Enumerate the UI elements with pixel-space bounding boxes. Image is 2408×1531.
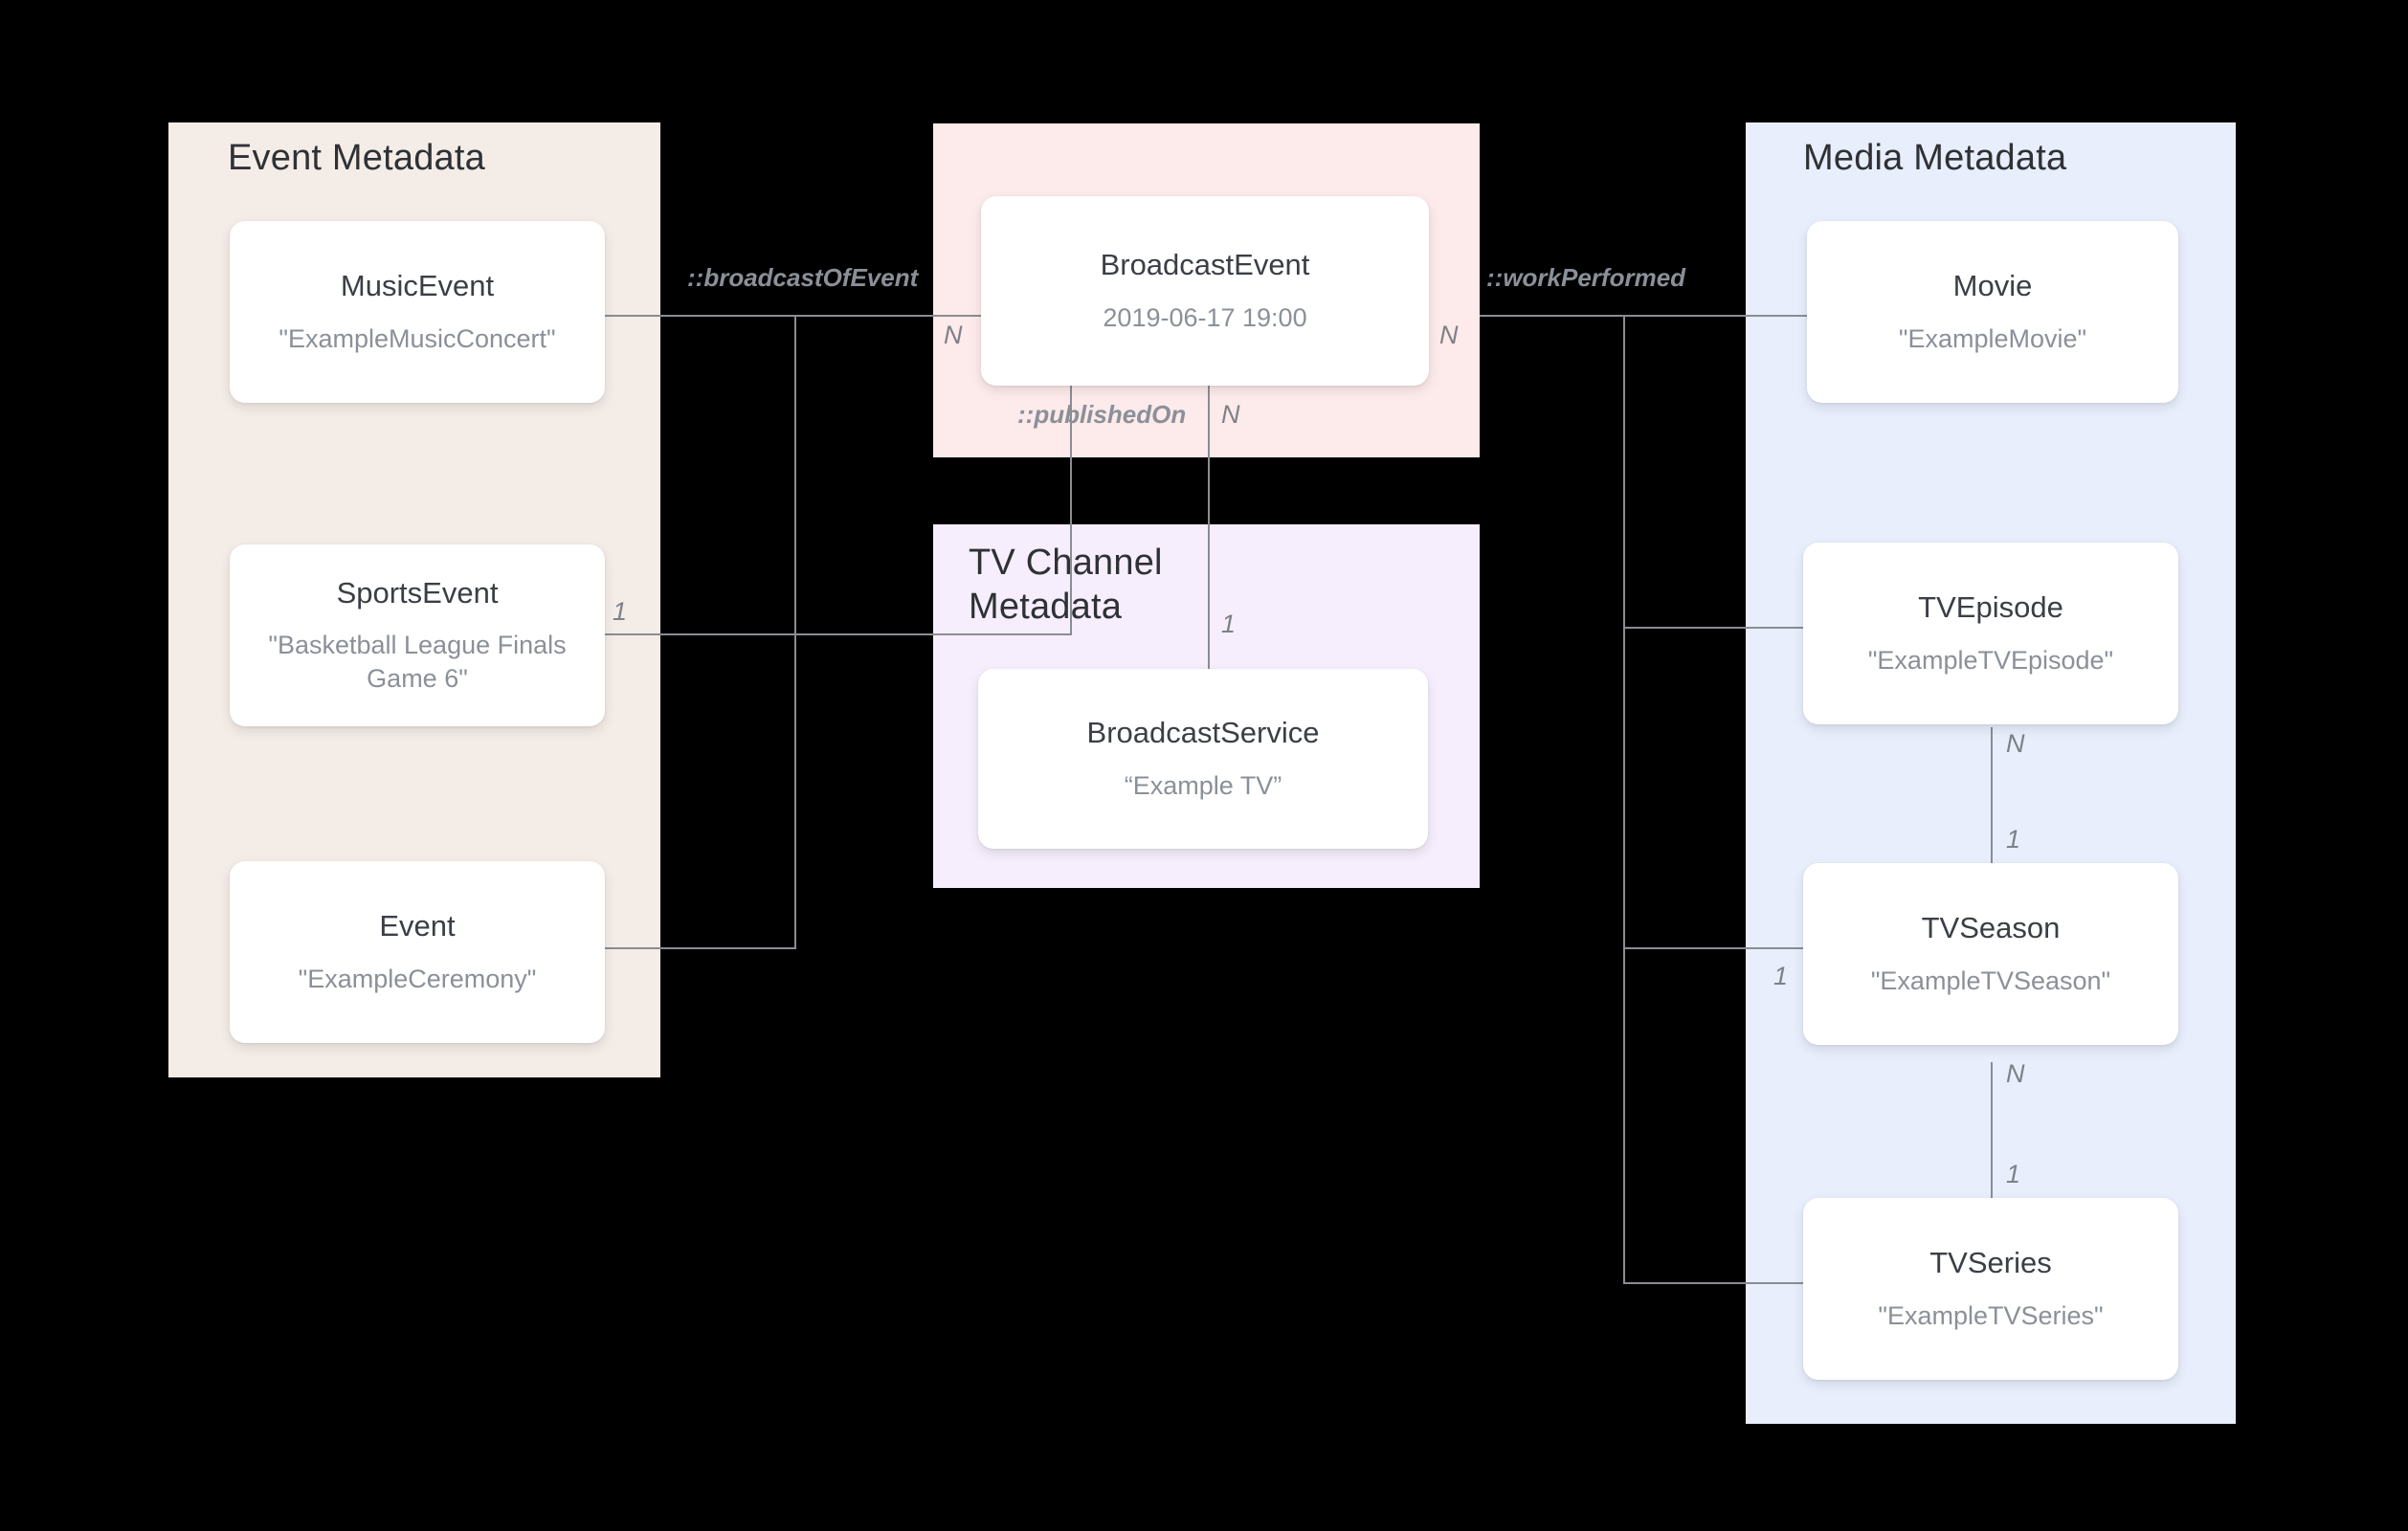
- group-title-event-metadata: Event Metadata: [228, 138, 485, 178]
- node-tv-season-title: TVSeason: [1921, 911, 2061, 945]
- connector-sports-event-stub: [603, 633, 1072, 635]
- cardinality-tv-season-left: 1: [1773, 962, 1789, 990]
- node-tv-series-title: TVSeries: [1929, 1246, 2052, 1280]
- node-broadcast-service-value: “Example TV”: [1124, 770, 1282, 800]
- node-tv-season-value: "ExampleTVSeason": [1870, 965, 2111, 995]
- group-title-tv-channel-metadata: TV Channel Metadata: [969, 543, 1163, 628]
- node-broadcast-event-value: 2019-06-17 19:00: [1103, 302, 1307, 332]
- node-broadcast-event[interactable]: BroadcastEvent 2019-06-17 19:00: [981, 196, 1429, 386]
- node-music-event[interactable]: MusicEvent "ExampleMusicConcert": [230, 221, 605, 403]
- node-sports-event-title: SportsEvent: [336, 575, 499, 610]
- group-title-media-metadata: Media Metadata: [1803, 138, 2067, 178]
- node-movie-title: Movie: [1952, 269, 2033, 303]
- node-tv-episode-title: TVEpisode: [1918, 590, 2063, 625]
- connector-event-stub: [603, 947, 794, 949]
- cardinality-broadcast-service: 1: [1221, 610, 1237, 638]
- node-music-event-value: "ExampleMusicConcert": [279, 323, 556, 353]
- connector-tv-season-branch: [1623, 947, 1815, 949]
- node-tv-season[interactable]: TVSeason "ExampleTVSeason": [1803, 863, 2178, 1045]
- cardinality-tv-season-top: 1: [2006, 825, 2021, 854]
- node-event-title: Event: [379, 909, 456, 943]
- connector-event-merge-trunk: [1070, 315, 1072, 635]
- node-sports-event[interactable]: SportsEvent "Basketball League Finals Ga…: [230, 544, 605, 726]
- node-tv-episode[interactable]: TVEpisode "ExampleTVEpisode": [1803, 543, 2178, 724]
- connector-published-on-line: [1208, 385, 1210, 672]
- cardinality-tv-series: 1: [2006, 1160, 2021, 1188]
- node-music-event-title: MusicEvent: [340, 269, 495, 303]
- node-broadcast-service[interactable]: BroadcastService “Example TV”: [978, 669, 1428, 849]
- connector-tv-episode-branch: [1623, 627, 1815, 629]
- connector-tv-series-branch: [1623, 1282, 1815, 1284]
- cardinality-broadcast-left: N: [944, 321, 963, 349]
- edge-label-work-performed: ::workPerformed: [1486, 263, 1686, 292]
- connector-season-series-line: [1991, 1062, 1993, 1292]
- node-tv-series-value: "ExampleTVSeries": [1878, 1300, 2104, 1330]
- cardinality-broadcast-bottom: N: [1221, 400, 1240, 429]
- connector-broadcast-of-event-line: [794, 315, 1072, 317]
- cardinality-broadcast-right: N: [1439, 321, 1459, 349]
- node-broadcast-event-title: BroadcastEvent: [1100, 248, 1310, 282]
- cardinality-sports-event: 1: [613, 597, 628, 626]
- node-tv-series[interactable]: TVSeries "ExampleTVSeries": [1803, 1198, 2178, 1380]
- edge-label-broadcast-of-event: ::broadcastOfEvent: [687, 263, 919, 292]
- node-movie-value: "ExampleMovie": [1898, 323, 2087, 353]
- cardinality-tv-season-bottom: N: [2006, 1059, 2025, 1088]
- node-tv-episode-value: "ExampleTVEpisode": [1867, 645, 2114, 675]
- connector-music-event-stub: [603, 315, 794, 317]
- node-sports-event-value: "Basketball League Finals Game 6": [268, 631, 567, 694]
- node-event[interactable]: Event "ExampleCeremony": [230, 861, 605, 1043]
- node-movie[interactable]: Movie "ExampleMovie": [1807, 221, 2178, 403]
- node-broadcast-service-title: BroadcastService: [1086, 716, 1320, 750]
- cardinality-tv-episode: N: [2006, 729, 2025, 758]
- connector-episode-season-line: [1991, 727, 1993, 957]
- connector-work-performed-line: [1480, 315, 1815, 317]
- edge-label-published-on: ::publishedOn: [1017, 400, 1187, 429]
- connector-media-trunk: [1623, 315, 1625, 1282]
- connector-event-group-trunk: [794, 315, 796, 949]
- node-event-value: "ExampleCeremony": [298, 964, 537, 993]
